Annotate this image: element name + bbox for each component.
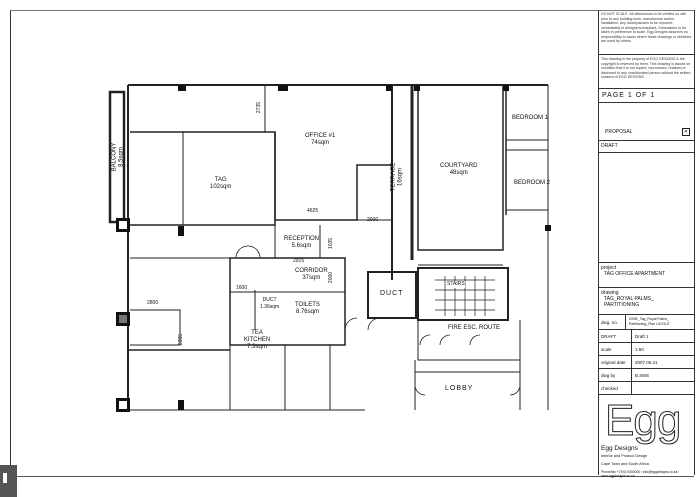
room-area: 8.5sqm [118, 147, 125, 167]
room-name: TOILETS [295, 302, 320, 308]
room-area: 5.6sqm [291, 243, 312, 249]
room-name: OFFICE #1 [305, 133, 336, 139]
room-bedroom-2: BEDROOM 2 [514, 180, 551, 186]
room-name: TAG [214, 177, 227, 183]
room-bedroom-1: BEDROOM 1 [512, 115, 549, 121]
field-key: dwg by [599, 369, 632, 381]
room-name: CORRIDOR [295, 268, 328, 274]
room-area: 8.76sqm [295, 309, 319, 315]
floor-plan [108, 84, 551, 412]
project-section: project TAG OFFICE APARTMENT [599, 263, 694, 288]
field-value: C0SE_Tag_Royal Palms_ Partitioning_Plan … [628, 317, 670, 326]
project-value: TAG OFFICE APARTMENT [604, 271, 666, 277]
revision-grid [599, 153, 694, 263]
status-draft: DRAFT [599, 141, 694, 153]
room-area: 48sqm [449, 170, 468, 176]
company-block: Egg Egg Designs Interior and Product Des… [599, 396, 694, 478]
drawing-value: TAG_ROYAL PALMS_ PARTITIONING [604, 296, 654, 308]
page-number: PAGE 1 OF 1 [599, 89, 694, 103]
room-name: TERRACE [390, 162, 397, 192]
room-area: 16sqm [397, 167, 404, 187]
room-stairs: STAIRS [447, 281, 465, 288]
page-corner-marker [0, 465, 17, 497]
field-key: DRAFT [599, 330, 632, 342]
dimension: 2800 [147, 300, 159, 306]
field-key: checked [599, 382, 632, 394]
room-area: 7.3sqm [247, 344, 267, 350]
general-notes: DO NOT SCALE. All dimensions to be verif… [599, 10, 694, 55]
dimension: 2915 [293, 258, 305, 264]
room-name: COURTYARD [440, 163, 478, 169]
room-fire-escape-route: FIRE ESC. ROUTE [448, 325, 501, 331]
drawing-section: drawing TAG_ROYAL PALMS_ PARTITIONING [599, 288, 694, 315]
room-name: RECEPTION [284, 236, 320, 242]
title-block: DO NOT SCALE. All dimensions to be verif… [598, 10, 695, 478]
company-name: Egg Designs [601, 445, 638, 452]
dimension: 2000 [367, 217, 379, 223]
project-label: project [601, 265, 617, 271]
company-contact: Phone/fax +27(0) 0000000 / info@eggdesig… [601, 470, 680, 478]
dimension: 2355 [178, 333, 185, 346]
copyright-notice: This drawing is the property of EGG DESI… [599, 55, 694, 89]
egg-logo: Egg [605, 396, 682, 445]
dimension: 1600 [236, 285, 248, 291]
dimension: 2735 [256, 101, 263, 114]
room-lobby: LOBBY [445, 385, 474, 392]
room-area: 37sqm [302, 275, 321, 281]
dimension: 1035 [328, 237, 335, 250]
room-area: 74sqm [311, 140, 330, 146]
room-name: DUCT [262, 297, 277, 303]
dimension: 4625 [307, 208, 319, 214]
field-key: dwg. no. [599, 315, 626, 329]
field-key: original date [599, 356, 632, 368]
status-proposal: PROPOSAL ✕ [599, 103, 694, 141]
proposal-checkbox-icon: ✕ [682, 128, 690, 136]
room-area: 1.36sqm [260, 304, 280, 310]
company-tagline: Interior and Product Design [601, 454, 648, 458]
room-area: 102sqm [210, 184, 232, 190]
field-value: 2007.05.21 [635, 359, 658, 365]
room-duct: DUCT [380, 290, 404, 297]
field-value: B.SMS [635, 372, 650, 378]
drawing-label: drawing [601, 290, 619, 296]
field-value: Draft 1 [635, 333, 649, 339]
dimension: 2000 [328, 271, 335, 284]
room-name: TEA KITCHEN [243, 330, 271, 343]
proposal-label: PROPOSAL [605, 129, 633, 135]
field-key: scale [599, 343, 632, 355]
room-name: BALCONY [111, 142, 118, 172]
field-row: dwg. no.C0SE_Tag_Royal Palms_ Partitioni… [599, 315, 694, 330]
field-row: checked [599, 382, 694, 395]
company-location: Cape Town and South Africa [601, 462, 649, 466]
field-value: 1:50 [635, 346, 644, 352]
drawing-sheet-border [10, 10, 694, 477]
